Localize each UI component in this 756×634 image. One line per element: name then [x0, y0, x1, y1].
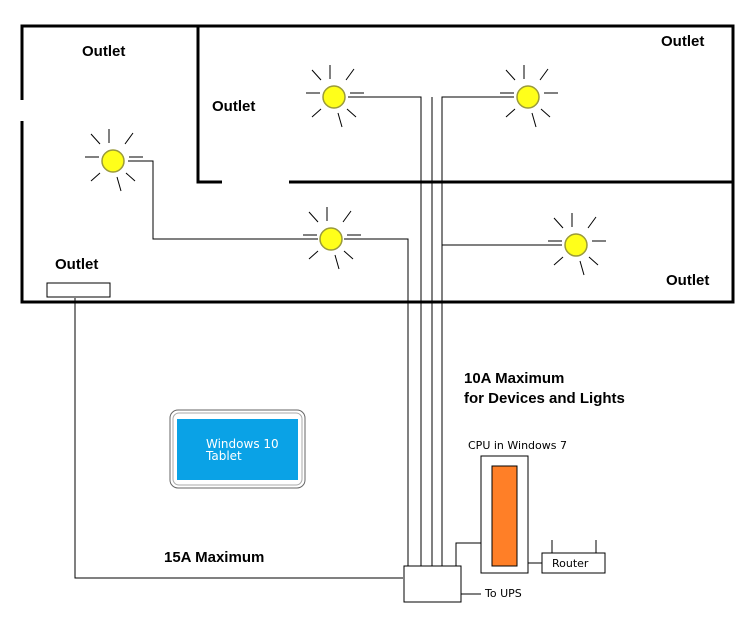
router-box — [541, 552, 606, 574]
bulb-globe — [564, 233, 588, 257]
wire-15a-outlet — [74, 298, 403, 579]
outer-wall-top — [20, 24, 735, 304]
outlet-label-bottom-right: Outlet — [666, 272, 709, 289]
tablet-label-line2: Tablet — [205, 449, 242, 463]
tablet-screen — [177, 419, 298, 480]
wire-top-right-bulb — [441, 96, 514, 566]
router: Router — [541, 540, 606, 574]
light-ray — [125, 172, 136, 182]
light-ray — [539, 68, 549, 81]
light-ray — [308, 211, 319, 223]
light-bulb-icon-right — [548, 213, 606, 276]
power-box — [403, 565, 462, 603]
light-ray — [334, 254, 340, 270]
outlet-label-left-room: Outlet — [55, 256, 98, 273]
bulb-globe — [319, 227, 343, 251]
light-bulb-icon-left-room — [85, 129, 143, 192]
light-ray — [343, 250, 354, 260]
outlet-label-top-left: Outlet — [82, 43, 125, 60]
light-ray — [90, 172, 101, 182]
light-ray — [540, 108, 551, 118]
light-ray — [342, 210, 352, 223]
light-ray — [579, 260, 585, 276]
tablet-label-line1: Windows 10 — [206, 437, 279, 451]
fifteen-amp-label: 15A Maximum — [164, 549, 264, 566]
walls — [20, 24, 735, 304]
light-ray — [124, 132, 134, 145]
light-ray — [505, 69, 516, 81]
light-ray — [587, 216, 597, 229]
light-ray — [308, 250, 319, 260]
ten-amp-label-line1: 10A Maximum — [464, 370, 564, 387]
light-ray — [346, 108, 357, 118]
outlet-label-top-right: Outlet — [661, 33, 704, 50]
bulb-globe — [322, 85, 346, 109]
wire-left-bulb — [128, 160, 318, 240]
light-ray — [345, 68, 355, 81]
light-ray — [311, 69, 322, 81]
wire-to-cpu — [455, 542, 481, 566]
light-ray — [337, 112, 343, 128]
windows-tablet: Windows 10 Tablet — [169, 409, 306, 489]
light-ray — [553, 256, 564, 266]
tablet-frame-inner — [172, 412, 303, 486]
light-ray — [588, 256, 599, 266]
cpu-tower — [480, 455, 529, 574]
bulb-globe — [516, 85, 540, 109]
router-label: Router — [552, 557, 589, 570]
light-bulb-icon-center — [303, 207, 361, 270]
light-ray — [505, 108, 516, 118]
light-ray — [90, 133, 101, 145]
wire-center-bulb — [344, 238, 409, 566]
bulb-globe — [101, 149, 125, 173]
light-ray — [311, 108, 322, 118]
light-ray — [116, 176, 122, 192]
inner-wall-middle-room — [196, 26, 222, 184]
light-ray — [531, 112, 537, 128]
light-bulbs — [85, 65, 606, 276]
wiring — [74, 96, 562, 595]
cpu-front-panel — [491, 465, 518, 567]
cpu-label: CPU in Windows 7 — [468, 439, 567, 452]
outlet-label-middle-room: Outlet — [212, 98, 255, 115]
ten-amp-label-line2: for Devices and Lights — [464, 390, 625, 407]
light-ray — [553, 217, 564, 229]
outlet-strip-left-room — [46, 282, 111, 298]
light-bulb-icon-top-middle — [306, 65, 364, 128]
wire-top-middle-bulb — [348, 96, 422, 566]
light-bulb-icon-top-right — [500, 65, 558, 128]
to-ups-label: To UPS — [484, 587, 522, 600]
